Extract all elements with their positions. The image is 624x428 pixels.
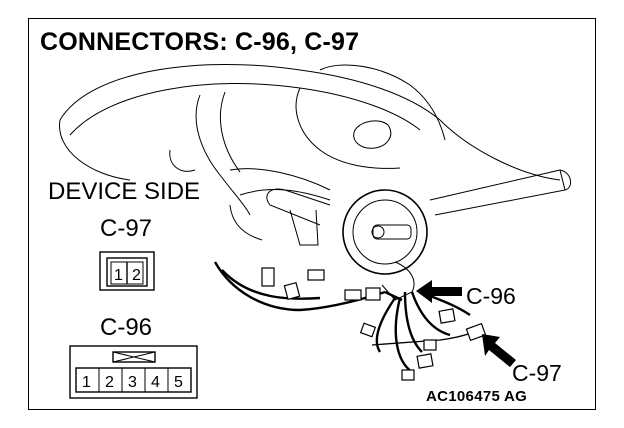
harness-connectors <box>261 267 487 381</box>
c96-pin-3: 3 <box>128 374 137 391</box>
arrow-c96 <box>416 280 462 303</box>
diagram-title: CONNECTORS: C-96, C-97 <box>40 28 360 56</box>
dashboard-outline <box>59 63 572 301</box>
c96-connector-face <box>69 345 198 399</box>
c96-arrow-label: C-96 <box>466 283 516 309</box>
wire-harness <box>213 261 471 373</box>
c96-pin-5: 5 <box>174 374 183 391</box>
c96-pin-4: 4 <box>151 374 160 391</box>
c97-pin-1: 1 <box>114 267 123 284</box>
c97-pin-2: 2 <box>132 267 141 284</box>
device-side-label: DEVICE SIDE <box>48 178 201 205</box>
c96-pin-2: 2 <box>105 374 114 391</box>
c97-connector-label: C-97 <box>100 215 153 242</box>
arrow-c97 <box>482 334 516 367</box>
c96-pin-1: 1 <box>82 374 91 391</box>
diagram-frame <box>28 18 596 410</box>
figure-code: AC106475 AG <box>426 388 528 405</box>
c97-connector-face <box>99 251 155 291</box>
c96-connector-label: C-96 <box>100 314 153 341</box>
c97-arrow-label: C-97 <box>512 360 562 386</box>
